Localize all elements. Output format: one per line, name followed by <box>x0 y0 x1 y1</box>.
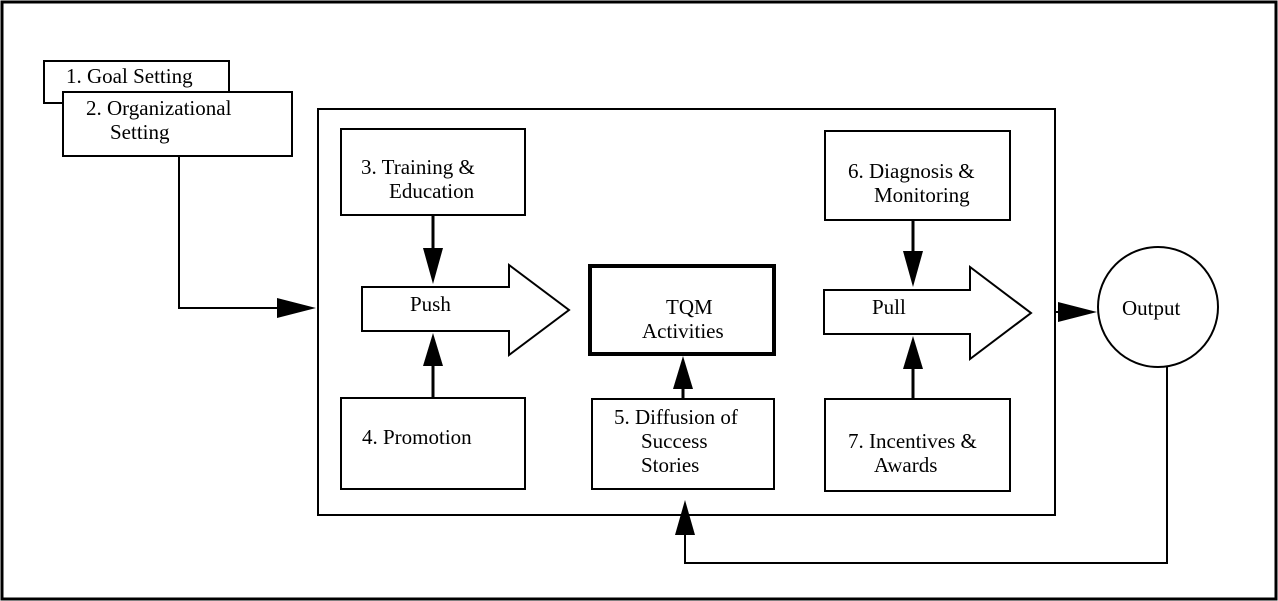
promotion-box <box>340 397 526 490</box>
diffusion-line3: Stories <box>641 453 700 477</box>
goal-setting-text: 1. Goal Setting <box>66 64 193 88</box>
output-connector-arrowhead <box>1058 302 1097 322</box>
diffusion-line2: Success <box>641 429 708 453</box>
organizational-setting-box <box>62 91 293 157</box>
diffusion-connector-arrowhead <box>673 356 693 389</box>
diagnosis-monitoring-label: 6. Diagnosis & Monitoring <box>848 159 975 207</box>
organizational-setting-line2: Setting <box>110 120 170 144</box>
promotion-connector-arrowhead <box>423 333 443 366</box>
feedback-loop-line <box>684 367 1168 564</box>
training-education-line2: Education <box>389 179 475 203</box>
incentives-awards-line2: Awards <box>874 453 938 477</box>
diagnosis-monitoring-line1: 6. Diagnosis & <box>848 159 975 183</box>
feedback-loop-arrowhead <box>675 500 695 535</box>
output-label: Output <box>1122 296 1180 320</box>
diagnosis-monitoring-line2: Monitoring <box>874 183 970 207</box>
diffusion-box <box>591 398 775 490</box>
diagnosis-connector-arrowhead <box>903 251 923 287</box>
diffusion-line1: 5. Diffusion of <box>614 405 738 429</box>
setting-connector-line <box>178 156 282 309</box>
tqm-activities-line1: TQM <box>666 295 713 319</box>
push-arrow <box>361 263 571 357</box>
training-education-box <box>340 128 526 216</box>
push-label: Push <box>410 292 451 316</box>
incentives-awards-line1: 7. Incentives & <box>848 429 977 453</box>
training-education-label: 3. Training & Education <box>361 155 475 203</box>
tqm-activities-line2: Activities <box>642 319 724 343</box>
output-circle <box>1097 246 1219 368</box>
tqm-activities-label: TQM Activities <box>642 295 724 343</box>
output-text: Output <box>1122 296 1181 320</box>
pull-label: Pull <box>872 295 906 319</box>
pull-arrow <box>823 264 1033 362</box>
diffusion-label: 5. Diffusion of Success Stories <box>614 405 738 477</box>
push-text: Push <box>410 292 451 316</box>
setting-connector-arrowhead <box>277 298 316 318</box>
training-education-line1: 3. Training & <box>361 155 475 179</box>
organizational-setting-line1: 2. Organizational <box>86 96 232 120</box>
goal-setting-label: 1. Goal Setting <box>66 64 193 88</box>
incentives-awards-label: 7. Incentives & Awards <box>848 429 977 477</box>
promotion-label: 4. Promotion <box>362 425 472 449</box>
promotion-text: 4. Promotion <box>362 425 472 449</box>
organizational-setting-label: 2. Organizational Setting <box>86 96 231 144</box>
training-connector-arrowhead <box>423 248 443 284</box>
pull-text: Pull <box>872 295 906 319</box>
diagnosis-monitoring-box <box>824 130 1011 221</box>
incentives-awards-box <box>824 398 1011 492</box>
incentives-connector-arrowhead <box>903 336 923 369</box>
tqm-activities-box <box>588 264 776 356</box>
